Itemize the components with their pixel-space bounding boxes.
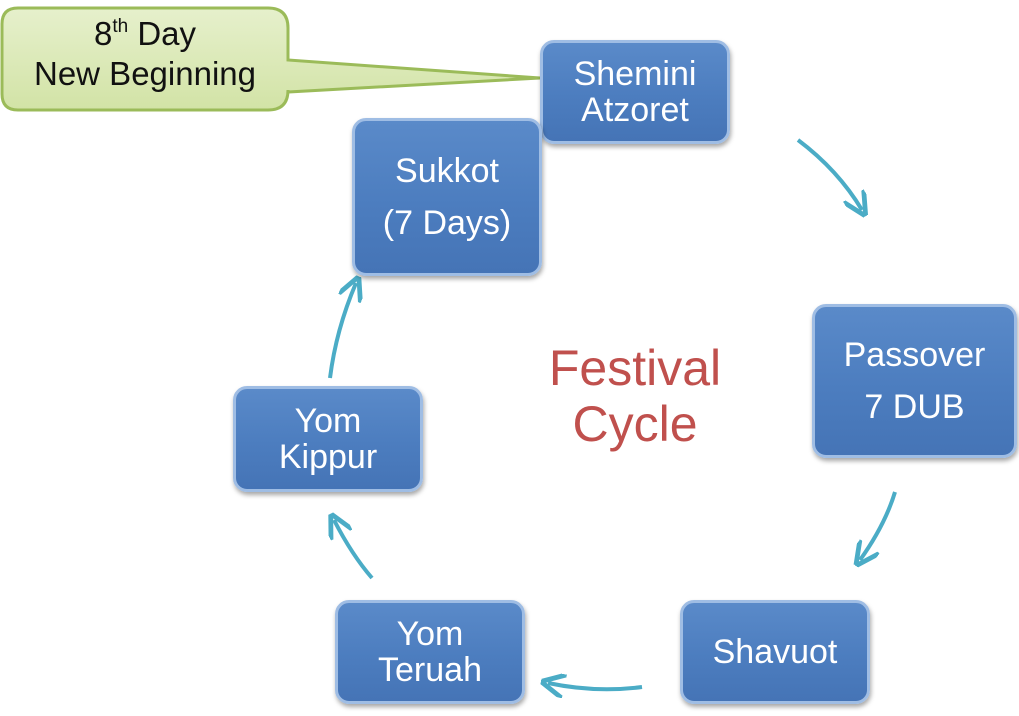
arrow-shemini-to-passover (796, 138, 862, 210)
arrow-shavuot-to-yom-teruah (548, 683, 643, 689)
node-shemini-atzoret: Shemini Atzoret (540, 40, 730, 144)
node-label: (7 Days) (382, 204, 512, 242)
center-title-line-1: Festival (548, 340, 722, 396)
node-label: Teruah (378, 651, 482, 689)
arrow-yom-teruah-to-yom-kippur (334, 520, 374, 580)
node-label: Passover (843, 336, 986, 374)
arrow-passover-to-shavuot (860, 491, 897, 560)
node-shavuot: Shavuot (680, 600, 870, 704)
callout-line-1: 8th Day (93, 15, 197, 52)
node-label: Kippur (278, 438, 378, 476)
node-passover: Passover 7 DUB (812, 304, 1017, 458)
node-label: Yom (294, 402, 362, 440)
callout-line-2: New Beginning (34, 55, 256, 92)
node-label: Sukkot (395, 152, 499, 190)
node-yom-kippur: Yom Kippur (233, 386, 423, 492)
callout-new-beginning: 8th Day New Beginning (4, 14, 286, 94)
node-label: Yom (396, 615, 464, 653)
center-title-line-2: Cycle (572, 396, 698, 452)
arrow-yom-kippur-to-sukkot (328, 283, 356, 379)
center-title: Festival Cycle (520, 340, 750, 452)
node-label: Shavuot (712, 633, 838, 671)
node-label: Shemini (573, 55, 697, 93)
node-label: Atzoret (581, 91, 689, 129)
callout-bubble (0, 6, 541, 112)
node-label: 7 DUB (864, 388, 965, 426)
node-sukkot: Sukkot (7 Days) (352, 118, 542, 276)
node-yom-teruah: Yom Teruah (335, 600, 525, 704)
